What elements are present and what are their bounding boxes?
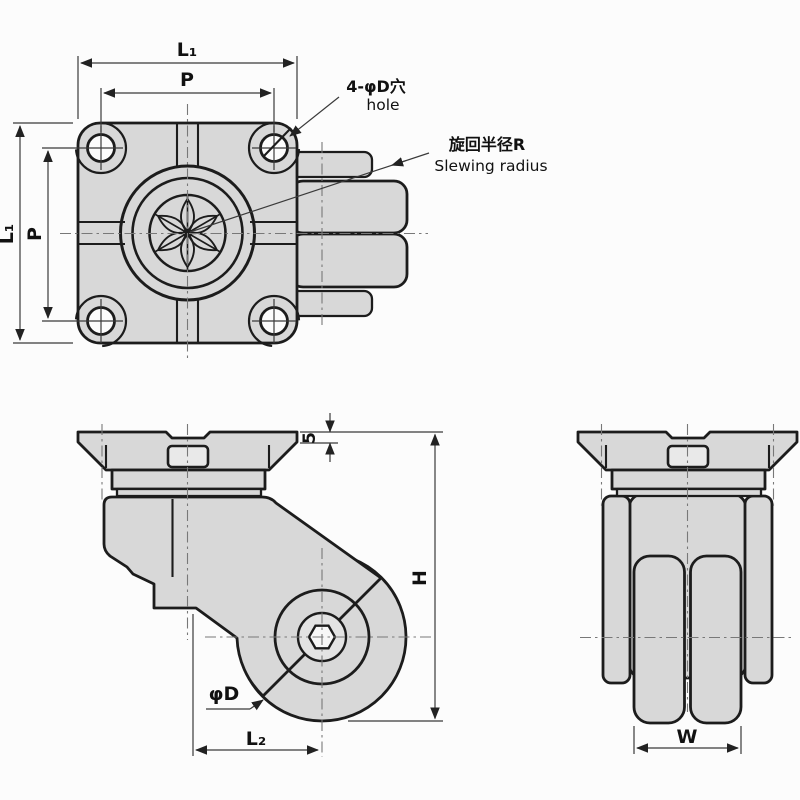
hole-note-en: hole (366, 96, 399, 114)
slewing-note-cn: 旋回半径R (448, 135, 525, 154)
side-view-centerlines (101, 424, 432, 757)
bolt-hole-pads (74, 121, 301, 348)
dim-label-L1-left: L₁ (0, 224, 18, 244)
swivel-raceway-side (110, 468, 267, 491)
dim-label-P-top: P (180, 69, 194, 91)
wheel-tread-top (288, 179, 409, 235)
wheel-tread-left (632, 554, 686, 725)
hole-callout: 4-φD穴 hole (262, 77, 406, 158)
wheel-hub-top (288, 150, 374, 179)
front-view: W (576, 424, 799, 754)
dim-label-phiD: φD (209, 683, 240, 705)
dim-L1-left: L₁ (0, 122, 73, 344)
front-view-centerlines (580, 424, 795, 712)
top-view-wheel (288, 150, 409, 318)
wheel-tread-right (689, 554, 743, 725)
top-view: L₁ P L₁ P 4-φD穴 hole 旋回半径R Slewin (0, 39, 548, 362)
dim-label-W: W (677, 726, 698, 748)
fork-leg-right (743, 494, 774, 685)
raceway-seal-front (615, 487, 763, 498)
top-view-centerlines (60, 104, 428, 362)
dim-label-5: 5 (300, 432, 320, 444)
dim-W: W (633, 726, 742, 754)
side-view: 5 H φD L₂ (76, 413, 443, 757)
slewing-radius-callout: 旋回半径R Slewing radius (189, 135, 548, 233)
hole-note-cn: 4-φD穴 (346, 77, 406, 96)
wheel-diameter-callout: φD (206, 683, 264, 711)
dim-L1-top: L₁ (77, 39, 298, 119)
dim-L2: L₂ (192, 614, 319, 756)
dim-5: 5 (300, 413, 443, 462)
side-plate-stack (76, 430, 299, 498)
bolt-hole-crosshairs (79, 126, 296, 343)
wheel-tread-bottom (288, 232, 409, 289)
dim-label-L2: L₂ (246, 728, 266, 750)
dim-P-left: P (24, 147, 79, 322)
dim-label-P-left: P (24, 227, 46, 241)
bolt-holes (74, 121, 301, 348)
slewing-note-en: Slewing radius (434, 157, 547, 175)
fork-leg-left (601, 494, 632, 685)
dim-label-L1-top: L₁ (177, 39, 197, 61)
plate-channel-lines (78, 123, 297, 343)
raceway-seal-side (115, 487, 263, 498)
swivel-raceway-front (610, 468, 767, 491)
dim-P-top: P (100, 69, 275, 132)
dim-label-H: H (409, 570, 431, 586)
front-plate-stack (576, 430, 799, 498)
dim-H: H (348, 433, 443, 722)
wheel-hub-bottom (288, 289, 374, 318)
